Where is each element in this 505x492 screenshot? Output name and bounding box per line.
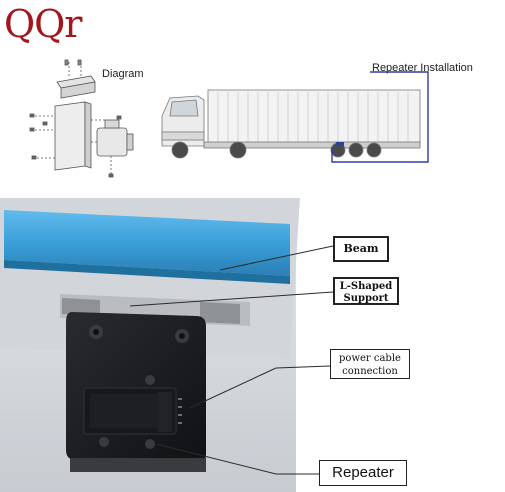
truck-illustration — [161, 89, 421, 159]
l-support-label-line2: Support — [343, 293, 389, 304]
brand-logo: QQr — [4, 2, 82, 46]
l-support-label-line1: L-Shaped — [339, 281, 393, 292]
power-label-line2: connection — [342, 366, 398, 377]
power-cable-connection-callout: power cable connection — [330, 349, 410, 379]
installation-leader-line — [331, 71, 429, 163]
repeater-callout: Repeater — [319, 460, 407, 486]
diagram-label: Diagram — [102, 68, 144, 80]
installation-photo — [0, 198, 505, 492]
power-label-line1: power cable — [339, 353, 401, 364]
repeater-installation-label: Repeater Installation — [372, 62, 473, 74]
beam-callout: Beam — [333, 236, 389, 262]
exploded-bracket-diagram — [29, 59, 134, 178]
l-shaped-support-callout: L-Shaped Support — [333, 277, 399, 305]
